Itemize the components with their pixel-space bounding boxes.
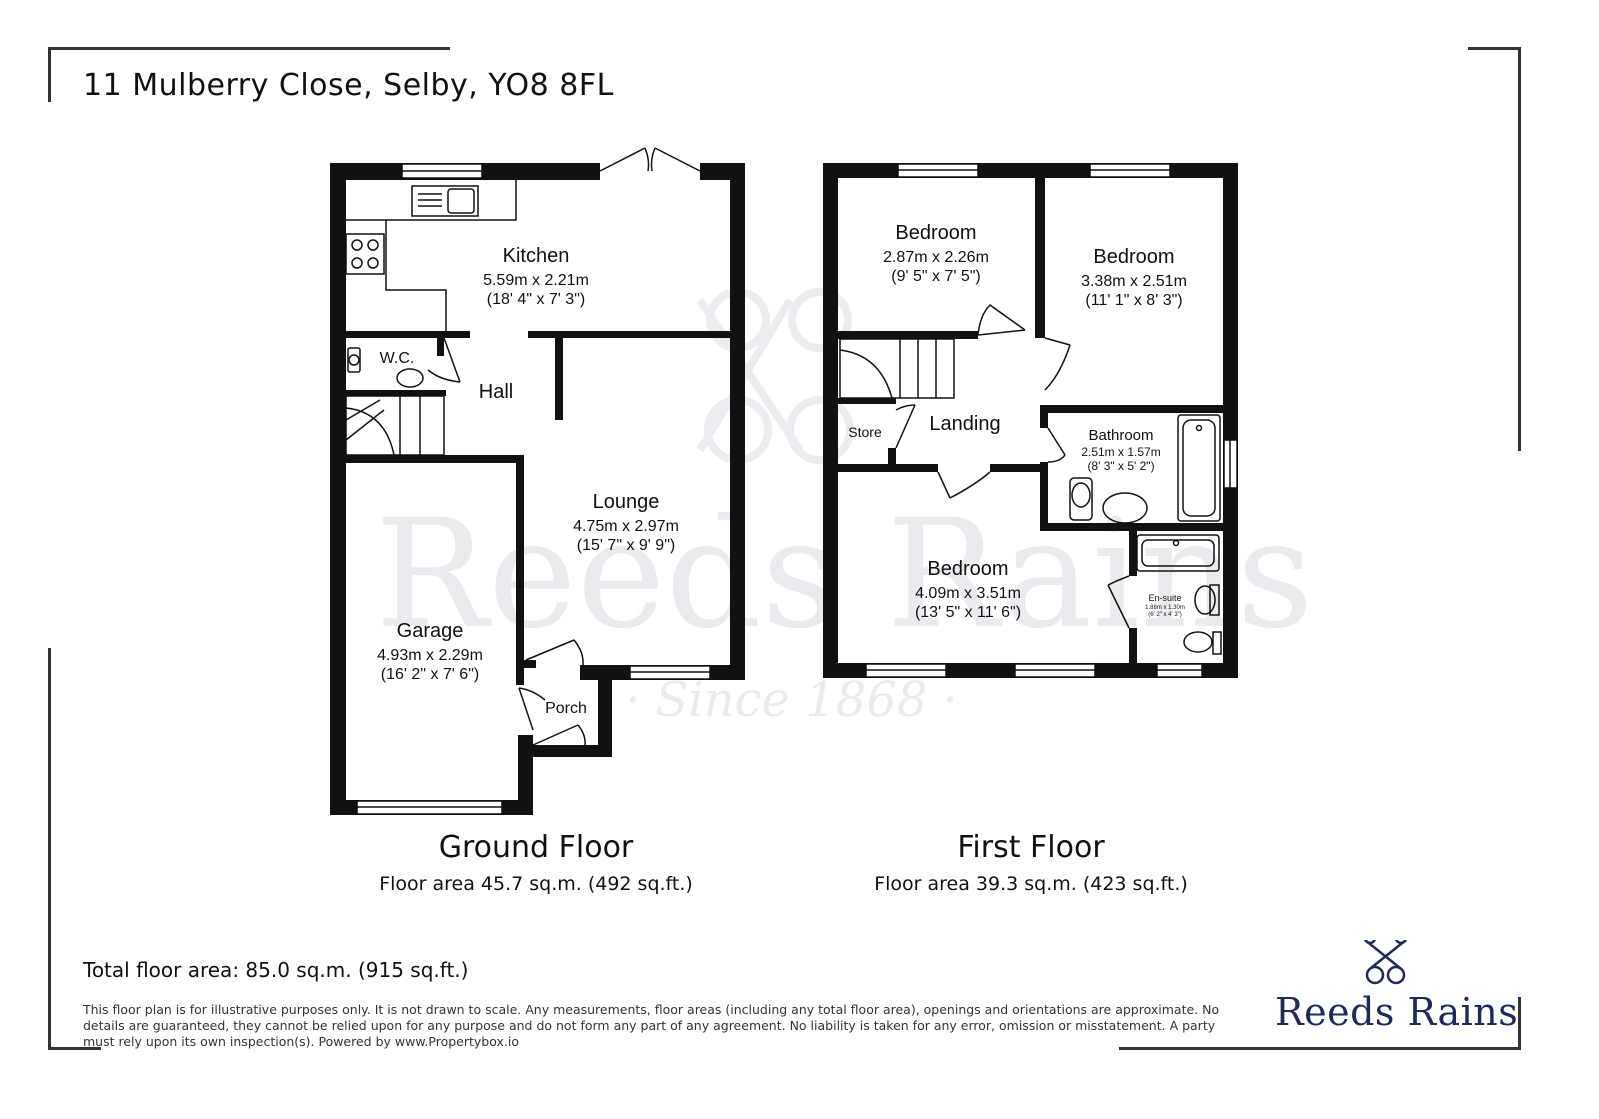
room-metric-bedroom-1: 2.87m x 2.26m	[883, 249, 989, 266]
room-name-hall: Hall	[479, 381, 513, 403]
kitchen-units	[345, 180, 517, 331]
room-imperial-bathroom: (8' 3" x 5' 2")	[1087, 459, 1154, 473]
room-metric-bathroom: 2.51m x 1.57m	[1081, 445, 1160, 459]
room-name-garage: Garage	[397, 620, 464, 642]
frame-corner-br-v	[1518, 997, 1521, 1050]
door-swing	[427, 337, 586, 746]
room-metric-lounge: 4.75m x 2.97m	[573, 518, 679, 535]
crossed-keys-icon	[1364, 940, 1407, 985]
door-swing	[895, 304, 1130, 629]
frame-corner-tl-v	[48, 47, 51, 102]
frame-corner-tr-h	[1468, 47, 1521, 50]
staircase	[839, 338, 955, 399]
room-imperial-garage: (16' 2" x 7' 6")	[381, 666, 479, 683]
first-floor-title: First Floor	[957, 830, 1105, 865]
room-metric-kitchen: 5.59m x 2.21m	[483, 272, 589, 289]
staircase	[345, 395, 445, 456]
room-name-lounge: Lounge	[593, 491, 660, 513]
room-name-bedroom-1: Bedroom	[895, 222, 976, 244]
ground-floor-area: Floor area 45.7 sq.m. (492 sq.ft.)	[379, 873, 693, 895]
ground-floor-title: Ground Floor	[438, 830, 634, 865]
room-metric-ensuite: 1.88m x 1.30m	[1145, 605, 1185, 611]
room-name-bedroom-3: Bedroom	[927, 558, 1008, 580]
watermark-brand: Reeds Rains	[375, 488, 1314, 662]
room-imperial-ensuite: (6' 2" x 4' 3")	[1148, 612, 1182, 618]
first-floor-area: Floor area 39.3 sq.m. (423 sq.ft.)	[874, 873, 1188, 895]
toilet-icon	[347, 347, 424, 388]
window	[356, 163, 711, 815]
room-imperial-bedroom-2: (11' 1" x 8' 3")	[1085, 292, 1182, 309]
room-name-kitchen: Kitchen	[503, 245, 570, 267]
french-door-icon	[599, 147, 701, 172]
room-name-bedroom-2: Bedroom	[1093, 246, 1174, 268]
room-imperial-bedroom-1: (9' 5" x 7' 5")	[891, 268, 981, 285]
room-imperial-lounge: (15' 7" x 9' 9")	[577, 537, 675, 554]
frame-corner-bl-h	[48, 1047, 101, 1050]
room-name-landing: Landing	[929, 413, 1000, 435]
property-address: 11 Mulberry Close, Selby, YO8 8FL	[83, 68, 614, 103]
room-name-bathroom: Bathroom	[1088, 427, 1153, 444]
frame-corner-br-h	[1119, 1047, 1521, 1050]
watermark-since: · Since 1868 ·	[625, 672, 958, 728]
window	[865, 163, 1238, 678]
frame-corner-tl-h	[48, 47, 450, 50]
room-imperial-bedroom-3: (13' 5" x 11' 6")	[915, 604, 1021, 621]
bathroom-fittings	[1069, 414, 1222, 655]
logo-text: Reeds Rains	[1275, 990, 1519, 1034]
frame-corner-tr-v	[1518, 47, 1521, 451]
room-name-wc: W.C.	[380, 350, 415, 367]
room-metric-bedroom-3: 4.09m x 3.51m	[915, 585, 1021, 602]
room-metric-garage: 4.93m x 2.29m	[377, 647, 483, 664]
room-name-ensuite: En-suite	[1148, 593, 1181, 603]
total-floor-area: Total floor area: 85.0 sq.m. (915 sq.ft.…	[83, 958, 469, 982]
room-name-porch: Porch	[545, 700, 587, 717]
room-name-store: Store	[848, 424, 882, 440]
room-imperial-kitchen: (18' 4" x 7' 3")	[487, 291, 585, 308]
disclaimer-text: This floor plan is for illustrative purp…	[83, 1002, 1220, 1049]
frame-corner-bl-v	[48, 648, 51, 1050]
room-metric-bedroom-2: 3.38m x 2.51m	[1081, 273, 1187, 290]
